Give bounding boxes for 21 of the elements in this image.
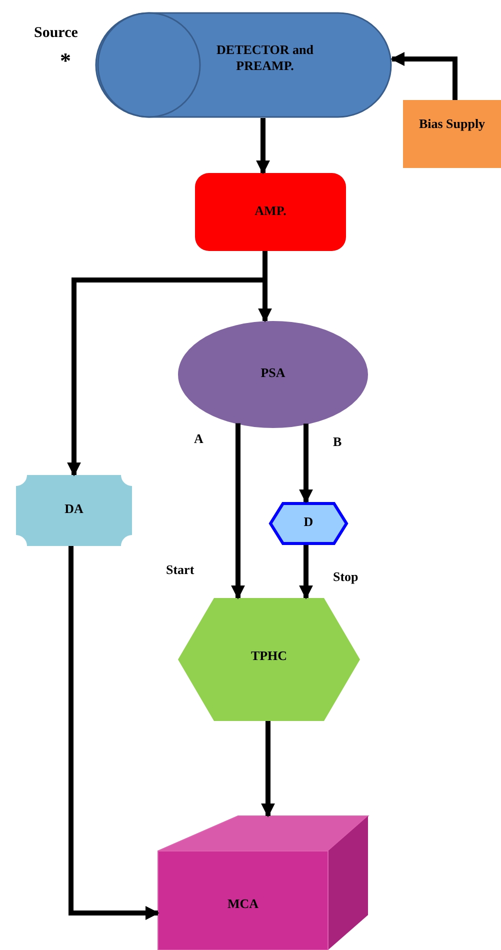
arrow (231, 423, 245, 600)
arrow (299, 424, 313, 504)
asterisk-symbol: * (60, 48, 71, 74)
arrow (68, 546, 160, 920)
node-label: PSA (260, 365, 286, 381)
node-label: Bias Supply (418, 116, 486, 132)
arrow (299, 545, 313, 600)
node-label: DA (64, 501, 84, 517)
node-label: AMP. (254, 203, 288, 219)
text-label: Stop (333, 569, 358, 585)
arrow (261, 721, 275, 818)
text-label: Source (34, 25, 78, 42)
node-label: D (302, 514, 314, 530)
text-label: Start (166, 562, 194, 578)
node-label: TPHC (250, 648, 288, 664)
node-label: MCA (226, 896, 260, 912)
text-label: B (333, 434, 342, 450)
text-label: A (194, 431, 204, 447)
arrow (390, 52, 458, 100)
arrow (256, 118, 270, 174)
node-label: DETECTOR and PREAMP. (216, 42, 314, 74)
